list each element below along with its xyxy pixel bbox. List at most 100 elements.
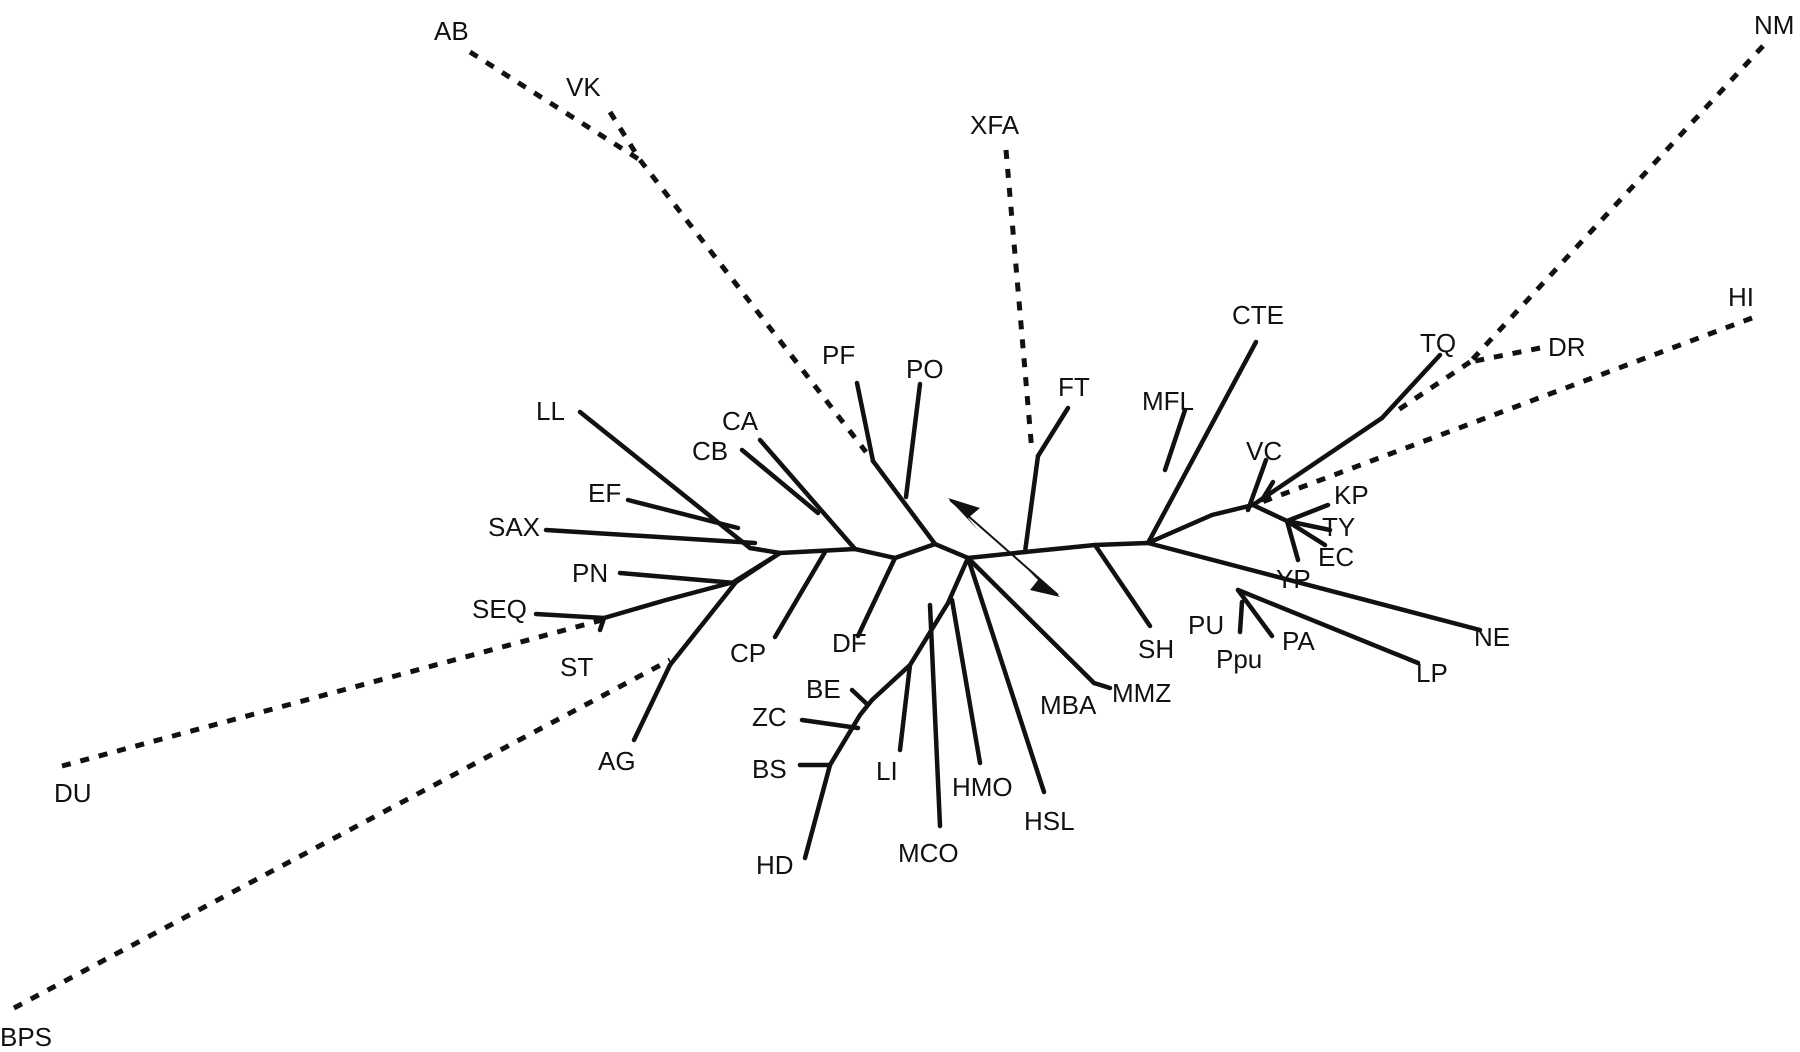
branch-ec xyxy=(1284,518,1328,548)
label-ef: EF xyxy=(588,478,621,508)
branch-vc-tip xyxy=(1245,457,1269,513)
branch-hsl xyxy=(965,555,1047,795)
branch-ag xyxy=(667,579,739,668)
label-vk: VK xyxy=(566,72,601,102)
branch-pu xyxy=(1237,599,1245,635)
branch-cp xyxy=(772,549,828,640)
branch-ft-stem xyxy=(1022,453,1041,555)
branch-pf xyxy=(854,380,876,464)
branch-nm xyxy=(1468,44,1765,364)
label-bs: BS xyxy=(752,754,787,784)
branch-st xyxy=(597,615,607,633)
label-du: DU xyxy=(54,778,92,808)
label-sax: SAX xyxy=(488,512,540,542)
dashed-branches xyxy=(12,44,1765,1011)
branch-mba xyxy=(965,555,1097,686)
label-lp: LP xyxy=(1416,658,1448,688)
branch-lp xyxy=(1235,587,1421,666)
label-ty: TY xyxy=(1322,512,1355,542)
label-tq: TQ xyxy=(1420,328,1456,358)
label-mmz: MMZ xyxy=(1112,678,1171,708)
label-zc: ZC xyxy=(752,702,787,732)
label-ca: CA xyxy=(722,406,759,436)
label-ft: FT xyxy=(1058,372,1090,402)
label-ab: AB xyxy=(434,16,469,46)
arrow-head-down xyxy=(1028,570,1060,597)
branch-yp xyxy=(1284,518,1301,563)
branch-hi xyxy=(1261,315,1753,505)
branch-sh xyxy=(1092,542,1153,629)
label-ll: LL xyxy=(536,396,565,426)
label-seq: SEQ xyxy=(472,594,527,624)
label-mco: MCO xyxy=(898,838,959,868)
branch-kp-stem xyxy=(1250,502,1290,524)
label-df: DF xyxy=(832,628,867,658)
label-po: PO xyxy=(906,354,944,384)
label-cb: CB xyxy=(692,436,728,466)
label-ag: AG xyxy=(598,746,636,776)
taxon-labels: AB VK XFA NM HI DR TQ CTE PF PO FT MFL L… xyxy=(0,10,1794,1052)
label-pu: PU xyxy=(1188,610,1224,640)
label-mba: MBA xyxy=(1040,690,1097,720)
branch-du xyxy=(61,617,603,769)
label-bps: BPS xyxy=(0,1022,52,1052)
label-hi: HI xyxy=(1728,282,1754,312)
branch-ag-tip xyxy=(631,662,673,743)
label-xfa: XFA xyxy=(970,110,1020,140)
label-ppu: Ppu xyxy=(1216,644,1262,674)
branch-ne xyxy=(1145,540,1483,633)
label-cp: CP xyxy=(730,638,766,668)
branch-ef xyxy=(625,497,741,531)
branch-mmz xyxy=(1091,680,1113,691)
branch-ft xyxy=(1035,405,1071,459)
root-arrow xyxy=(948,498,1060,597)
label-pf: PF xyxy=(822,340,855,370)
branch-left-stem xyxy=(733,550,783,585)
branch-dr xyxy=(1469,345,1541,365)
label-kp: KP xyxy=(1334,480,1369,510)
branch-df xyxy=(855,555,898,639)
branch-nm-stem xyxy=(1396,359,1472,413)
backbone-right xyxy=(1145,502,1256,546)
branch-mfl xyxy=(1162,407,1188,473)
branch-be xyxy=(849,687,871,708)
label-pn: PN xyxy=(572,558,608,588)
label-ne: NE xyxy=(1474,622,1510,652)
branch-tq xyxy=(1250,415,1385,508)
branch-ca xyxy=(757,437,858,552)
label-vc: VC xyxy=(1246,436,1282,466)
branch-bottom-stem xyxy=(827,555,971,768)
branch-ctee xyxy=(1145,339,1259,546)
branch-bps xyxy=(12,657,672,1011)
label-mfl: MFL xyxy=(1142,386,1194,416)
label-li: LI xyxy=(876,756,898,786)
branch-xfa xyxy=(1003,149,1035,453)
branch-pa xyxy=(1235,587,1275,639)
branch-ty xyxy=(1284,518,1333,533)
label-be: BE xyxy=(806,674,841,704)
label-pa: PA xyxy=(1282,626,1315,656)
branch-ab-vk-stem xyxy=(638,158,868,454)
branch-hd xyxy=(802,762,833,861)
label-dr: DR xyxy=(1548,332,1586,362)
branch-mco xyxy=(927,602,943,829)
label-st: ST xyxy=(560,652,593,682)
branch-tq-tip xyxy=(1379,352,1443,421)
branch-li xyxy=(897,662,913,753)
label-hd: HD xyxy=(756,850,794,880)
branch-vc xyxy=(1259,479,1276,503)
branch-vk xyxy=(607,110,643,162)
branch-seq xyxy=(533,580,733,621)
branch-ab xyxy=(468,49,642,163)
branch-zc xyxy=(799,717,861,731)
backbone-left xyxy=(747,540,1151,561)
branch-sax xyxy=(543,527,758,546)
label-hmo: HMO xyxy=(952,772,1013,802)
branch-pf-stem xyxy=(870,458,938,547)
arrow-head-up xyxy=(948,498,980,530)
solid-branches xyxy=(533,339,1483,861)
label-cte: CTE xyxy=(1232,300,1284,330)
label-sh: SH xyxy=(1138,634,1174,664)
branch-kp xyxy=(1284,502,1331,524)
